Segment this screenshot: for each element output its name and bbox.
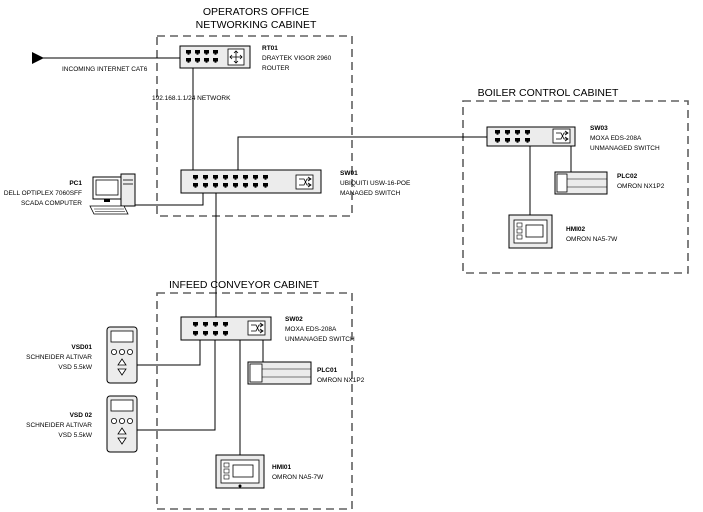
sw03-switch-icon	[486, 126, 576, 147]
rt01-line2: ROUTER	[262, 65, 290, 72]
sw03-line2: UNMANAGED SWITCH	[590, 145, 660, 152]
hmi02-line1: OMRON NA5-7W	[566, 236, 618, 243]
sw01-name: SW01	[340, 170, 358, 177]
rt01-router-icon	[179, 45, 251, 69]
hmi02-name: HMI02	[566, 226, 586, 233]
sw01-switch-icon	[180, 169, 322, 194]
network-label: 192.168.1.1/24 NETWORK	[152, 95, 231, 102]
connection-lines	[42, 57, 572, 455]
boiler-cabinet-box	[462, 100, 689, 274]
sw03-line1: MOXA EDS-208A	[590, 135, 642, 142]
sw01-line1: UBIQUITI USW-16-POE	[340, 180, 411, 187]
sw02-line2: UNMANAGED SWITCH	[285, 336, 355, 343]
sw01-line2: MANAGED SWITCH	[340, 190, 401, 197]
operators-cabinet-box	[156, 35, 353, 217]
vsd01-line2: VSD 5.5kW	[58, 364, 92, 371]
plc02-name: PLC02	[617, 173, 638, 180]
operators-cabinet-title-line1: OPERATORS OFFICE	[203, 6, 309, 18]
vsd02-name: VSD 02	[70, 412, 93, 419]
vsd01-name: VSD01	[71, 344, 92, 351]
pc1-name: PC1	[69, 180, 82, 187]
plc01-name: PLC01	[317, 367, 338, 374]
pc1-computer-icon	[89, 173, 136, 215]
rt01-line1: DRAYTEK VIGOR 2960	[262, 55, 332, 62]
sw02-switch-icon	[180, 316, 272, 341]
plc01-line1: OMRON NX1P2	[317, 377, 365, 384]
plc02-controller-icon	[554, 171, 608, 195]
incoming-arrow-icon	[32, 52, 44, 64]
sw03-name: SW03	[590, 125, 608, 132]
incoming-label: INCOMING INTERNET CAT6	[62, 66, 148, 73]
hmi01-line1: OMRON NA5-7W	[272, 474, 324, 481]
plc01-controller-icon	[247, 361, 312, 385]
vsd02-drive-icon	[106, 395, 138, 453]
boiler-cabinet-title: BOILER CONTROL CABINET	[478, 87, 619, 99]
vsd01-drive-icon	[106, 326, 138, 384]
vsd01-line1: SCHNEIDER ALTIVAR	[26, 354, 92, 361]
infeed-cabinet-box	[156, 292, 353, 510]
sw02-line1: MOXA EDS-208A	[285, 326, 337, 333]
pc1-line1: DELL OPTIPLEX 7060SFF	[4, 190, 82, 197]
sw02-name: SW02	[285, 316, 303, 323]
vsd02-line1: SCHNEIDER ALTIVAR	[26, 422, 92, 429]
vsd02-line2: VSD 5.5kW	[58, 432, 92, 439]
hmi01-name: HMI01	[272, 464, 292, 471]
hmi01-panel-icon	[215, 454, 265, 489]
pc1-line2: SCADA COMPUTER	[21, 200, 82, 207]
hmi02-panel-icon	[508, 214, 553, 249]
rt01-name: RT01	[262, 45, 278, 52]
plc02-line1: OMRON NX1P2	[617, 183, 665, 190]
operators-cabinet-title-line2: NETWORKING CABINET	[196, 19, 317, 31]
infeed-cabinet-title: INFEED CONVEYOR CABINET	[169, 279, 320, 291]
